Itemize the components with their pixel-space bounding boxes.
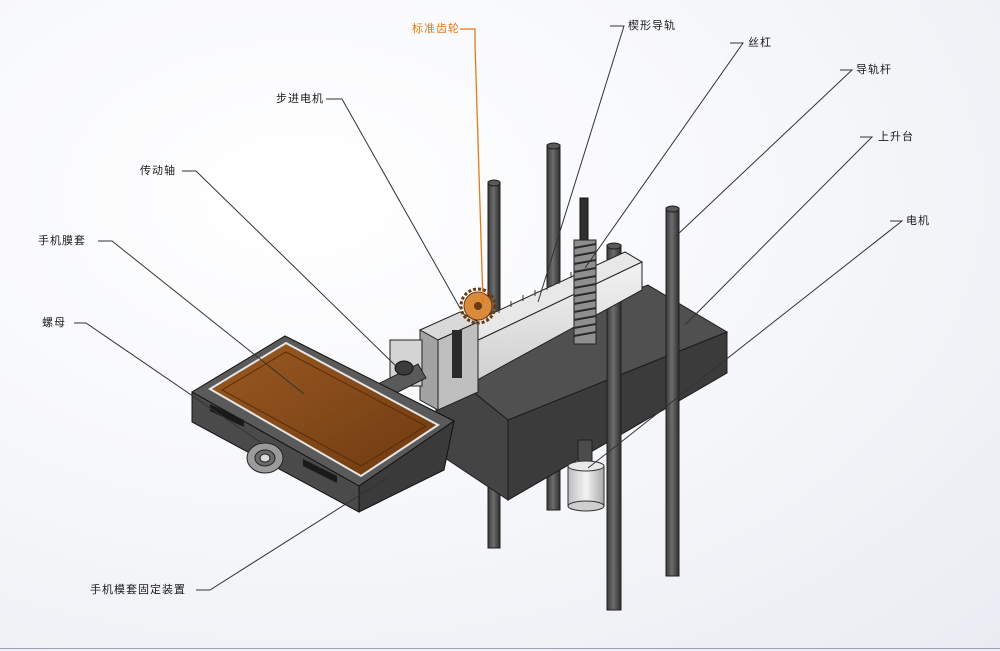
label-motor: 电机 — [906, 214, 930, 227]
label-guide-rod: 导轨杆 — [856, 63, 892, 76]
leader-standard-gear — [460, 28, 484, 304]
leader-stepper-motor — [326, 98, 461, 309]
leader-wedge-rail — [537, 25, 625, 303]
leader-phone-film-case — [98, 240, 305, 395]
label-lift-table: 上升台 — [878, 130, 914, 143]
leader-nut — [74, 322, 261, 443]
leader-lead-screw — [584, 42, 744, 269]
phone-case-fixture — [191, 335, 455, 513]
label-phone-film-case: 手机膜套 — [38, 234, 86, 247]
label-phone-case-fixture: 手机模套固定装置 — [90, 583, 186, 596]
label-lead-screw: 丝杠 — [748, 36, 772, 49]
label-standard-gear: 标准齿轮 — [412, 22, 460, 35]
label-wedge-rail: 楔形导轨 — [628, 19, 676, 32]
leader-lift-table — [684, 136, 874, 326]
leader-phone-case-fixture — [196, 475, 391, 591]
standard-gear — [459, 287, 497, 325]
motor-under-table — [567, 439, 605, 512]
bottom-border — [0, 648, 1000, 649]
label-nut: 螺母 — [42, 316, 66, 329]
label-drive-shaft: 传动轴 — [140, 164, 176, 177]
guide-rods-front — [606, 205, 680, 611]
leader-motor — [587, 220, 904, 469]
leader-guide-rod — [675, 69, 854, 237]
lead-screw — [573, 197, 597, 345]
stepper-motor — [418, 311, 480, 411]
leader-drive-shaft — [182, 170, 401, 371]
label-stepper-motor: 步进电机 — [276, 92, 324, 105]
